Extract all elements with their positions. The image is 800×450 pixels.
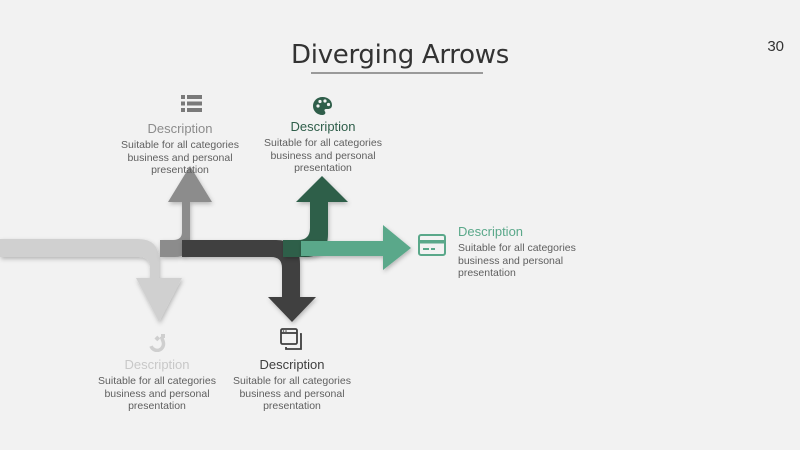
arrow-mid-gray-up	[160, 166, 212, 257]
description-block-3: Description Suitable for all categories …	[458, 224, 608, 280]
arrow-light-gray-down	[0, 239, 182, 322]
description-block-4: Description Suitable for all categories …	[82, 357, 232, 413]
list-icon	[181, 95, 202, 112]
description-heading-1: Description	[147, 121, 213, 136]
description-body-4: Suitable for all categories business and…	[98, 375, 216, 412]
magnet-icon	[149, 334, 166, 352]
description-body-2: Suitable for all categories business and…	[264, 137, 382, 174]
description-heading-2: Description	[290, 119, 356, 134]
description-body-5: Suitable for all categories business and…	[233, 375, 351, 412]
description-block-5: Description Suitable for all categories …	[217, 357, 367, 413]
description-heading-5: Description	[259, 357, 325, 372]
slide-title: Diverging Arrows	[291, 40, 509, 70]
description-heading-4: Description	[124, 357, 190, 372]
description-block-1: Description Suitable for all categories …	[105, 121, 255, 177]
arrow-dark-gray-down	[182, 240, 316, 322]
description-body-1: Suitable for all categories business and…	[121, 139, 239, 176]
title-underline	[311, 72, 483, 74]
description-body-3: Suitable for all categories business and…	[458, 242, 576, 279]
page-number: 30	[767, 38, 784, 55]
arrow-teal-right	[301, 225, 411, 270]
palette-icon	[313, 97, 332, 115]
description-block-2: Description Suitable for all categories …	[248, 119, 398, 175]
browser-window-icon	[280, 328, 302, 350]
arrow-dark-green-up	[283, 176, 348, 257]
credit-card-icon	[418, 234, 446, 256]
description-heading-3: Description	[458, 224, 524, 239]
